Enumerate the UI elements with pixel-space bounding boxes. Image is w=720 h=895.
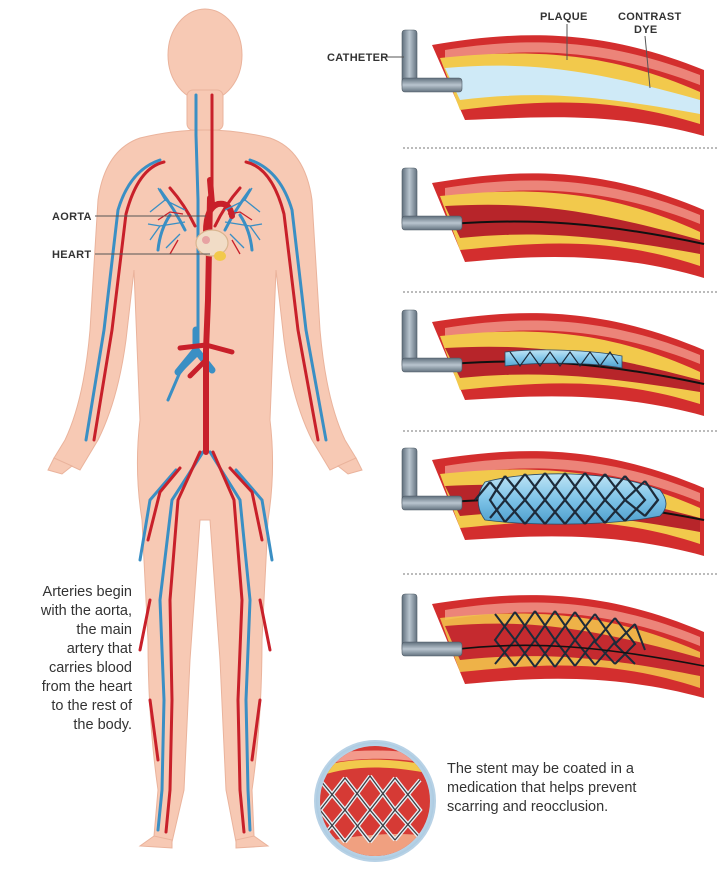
step-4-balloon-inflation	[401, 447, 705, 556]
contrast-dye-leader-line	[644, 35, 651, 89]
arteries	[92, 93, 320, 834]
heart-label: HEART	[52, 249, 91, 261]
lungs-vessels	[147, 187, 263, 255]
human-body-figure: AORTA HEART	[47, 8, 363, 849]
balloon-collapsed	[504, 349, 623, 369]
step-5-stent-in-place	[401, 593, 705, 698]
contrast-dye-label-line1: CONTRAST	[618, 11, 682, 23]
renal-arteries	[177, 342, 235, 379]
coated-stent-closeup	[314, 740, 436, 862]
body-silhouette	[47, 8, 363, 849]
catheter	[401, 447, 463, 511]
aorta-label: AORTA	[52, 211, 92, 223]
catheter	[401, 29, 463, 93]
veins	[84, 93, 328, 832]
plaque-label: PLAQUE	[540, 11, 588, 23]
catheter-label: CATHETER	[327, 52, 388, 64]
artery-wall-highlight	[445, 602, 700, 646]
contrast-dye-label-line2: DYE	[634, 24, 658, 36]
artery-lumen	[445, 623, 700, 676]
step-3-balloon-insertion	[401, 309, 705, 416]
stent-deployed	[493, 610, 646, 668]
heart-icon	[195, 229, 229, 261]
artery-wall-highlight	[445, 458, 700, 502]
guidewire	[449, 644, 705, 667]
artery-lumen	[445, 204, 700, 254]
artery-wall-highlight	[445, 180, 700, 224]
stent-coating-description: The stent may be coated in a medication …	[447, 761, 637, 815]
balloon-inflated	[477, 473, 667, 525]
step-1-contrast-dye	[382, 24, 704, 136]
catheter	[401, 593, 463, 657]
guidewire	[449, 220, 705, 245]
catheter	[401, 167, 463, 231]
artery-wall-highlight	[445, 320, 700, 364]
stent-collapsed	[509, 350, 619, 368]
artery-wall-highlight	[445, 42, 700, 85]
arteries-description: Arteries begin with the aorta, the main …	[40, 584, 132, 733]
step-2-guidewire	[401, 167, 705, 278]
contrast-dye	[445, 65, 700, 114]
angioplasty-steps: CATHETER PLAQUE CONTRAST DYE	[327, 11, 718, 698]
stent-expanded	[474, 472, 660, 525]
aortic-arch	[203, 177, 235, 235]
catheter	[401, 309, 463, 373]
